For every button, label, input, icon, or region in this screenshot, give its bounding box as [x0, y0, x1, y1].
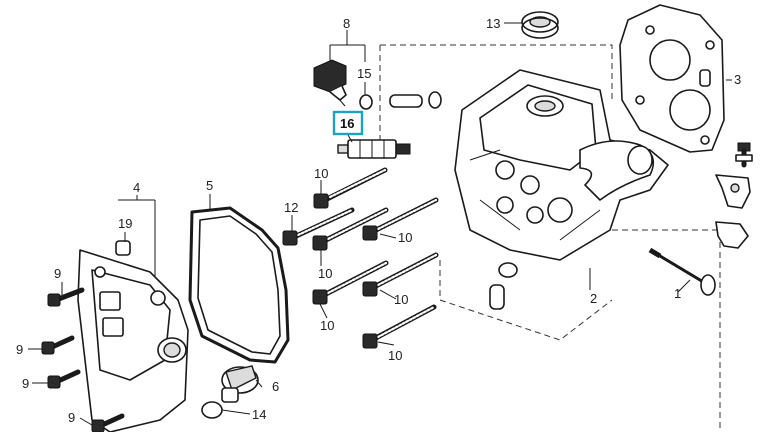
dowel-pin[interactable]	[489, 284, 505, 310]
bracket-upper[interactable]	[715, 174, 751, 209]
washer-15[interactable]	[359, 94, 373, 110]
breather-tube[interactable]	[115, 240, 131, 256]
callout-10-b[interactable]: 10	[398, 230, 412, 245]
head-cover[interactable]	[77, 249, 189, 432]
callout-15[interactable]: 15	[357, 66, 371, 81]
assembly-boundary	[379, 44, 721, 432]
callout-10-f[interactable]: 10	[388, 348, 402, 363]
cover-bolt-1[interactable]	[47, 287, 85, 307]
o-ring-14[interactable]	[201, 401, 223, 419]
callout-13[interactable]: 13	[486, 16, 500, 31]
o-ring-lower[interactable]	[498, 262, 518, 278]
bracket-lower[interactable]	[715, 221, 749, 249]
stud-bolt-right[interactable]	[735, 142, 753, 168]
cover-bolt-4[interactable]	[91, 413, 125, 432]
head-gasket[interactable]	[619, 4, 725, 153]
oil-filler-cap[interactable]	[221, 365, 259, 403]
callout-5[interactable]: 5	[206, 178, 213, 193]
callout-6[interactable]: 6	[272, 379, 279, 394]
cover-bolt-3[interactable]	[47, 369, 81, 389]
callout-14[interactable]: 14	[252, 407, 266, 422]
spark-plug[interactable]	[337, 139, 411, 159]
callout-10-e[interactable]: 10	[320, 318, 334, 333]
head-bolt-1[interactable]	[313, 167, 388, 209]
head-bolt-5[interactable]	[362, 252, 439, 297]
bolt-12[interactable]	[282, 207, 355, 246]
callout-10-c[interactable]: 10	[318, 266, 332, 281]
temperature-sensor[interactable]	[313, 59, 347, 107]
leader-lines	[28, 22, 732, 426]
callout-9-a[interactable]: 9	[54, 266, 61, 281]
callout-19[interactable]: 19	[118, 216, 132, 231]
valve-guide[interactable]	[389, 94, 423, 108]
callout-10-d[interactable]: 10	[394, 292, 408, 307]
highlight-box	[332, 110, 364, 136]
cover-bolt-2[interactable]	[41, 335, 75, 355]
head-bolt-6[interactable]	[362, 304, 437, 349]
callout-12[interactable]: 12	[284, 200, 298, 215]
callout-9-d[interactable]: 9	[68, 410, 75, 425]
callout-2[interactable]: 2	[590, 291, 597, 306]
head-bolt-3[interactable]	[362, 197, 439, 241]
oil-seal[interactable]	[521, 11, 559, 39]
callout-10-a[interactable]: 10	[314, 166, 328, 181]
callout-4[interactable]: 4	[133, 180, 140, 195]
head-bolt-4[interactable]	[312, 260, 389, 305]
callout-3[interactable]: 3	[734, 72, 741, 87]
head-bolt-2[interactable]	[312, 207, 389, 251]
callout-9-c[interactable]: 9	[22, 376, 29, 391]
callout-8[interactable]: 8	[343, 16, 350, 31]
callout-1[interactable]: 1	[674, 286, 681, 301]
cover-gasket[interactable]	[188, 206, 290, 364]
valve-seal[interactable]	[428, 91, 442, 109]
callout-16[interactable]: 16	[340, 116, 354, 131]
cylinder-head[interactable]	[454, 69, 669, 261]
valve[interactable]	[648, 247, 716, 296]
callout-9-b[interactable]: 9	[16, 342, 23, 357]
